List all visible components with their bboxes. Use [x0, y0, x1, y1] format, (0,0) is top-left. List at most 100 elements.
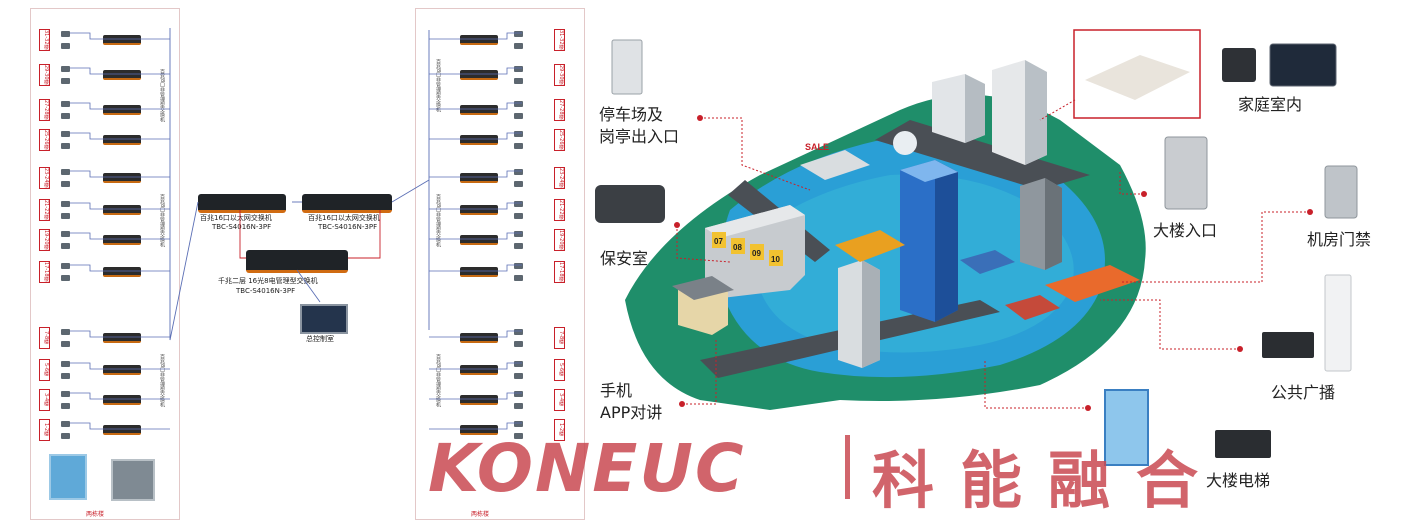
- central-tower: [893, 131, 958, 322]
- desk-phone-icon: [595, 185, 665, 223]
- floor-tag: 7-8楼: [554, 327, 565, 349]
- access-device-icon: [61, 433, 70, 439]
- floor-tag: 31-32楼: [39, 29, 50, 51]
- floor-wire: [70, 32, 170, 40]
- floor-switch-icon: [103, 267, 141, 277]
- floor-tag: 31-32楼: [554, 29, 565, 51]
- floor-tag: 3-4楼: [39, 389, 50, 411]
- control-room-label: 总控制室: [306, 335, 334, 343]
- floor-wire: [70, 102, 170, 110]
- access-device-icon: [61, 243, 70, 249]
- floor-wire: [429, 422, 522, 430]
- building-icon: [49, 454, 87, 500]
- floor-switch-icon: [103, 425, 141, 435]
- left-group-label-3: 百兆8口非管理型交换机: [159, 354, 165, 408]
- gate-number-text: 09: [752, 249, 761, 258]
- floor-wire: [70, 362, 170, 370]
- access-device-icon: [61, 275, 70, 281]
- access-device-icon: [61, 213, 70, 219]
- gate-number-text: 10: [771, 255, 780, 264]
- access-device-icon: [61, 361, 70, 367]
- access-device-icon: [61, 113, 70, 119]
- access-device-icon: [61, 373, 70, 379]
- access-device-icon: [61, 231, 70, 237]
- access-device-icon: [514, 113, 523, 119]
- access-device-icon: [514, 263, 523, 269]
- floor-switch-icon: [103, 365, 141, 375]
- gate-number-plate: [712, 232, 726, 248]
- core-switch-center-label: 千兆二层 16光8电管理型交换机: [218, 277, 318, 285]
- access-device-icon: [514, 243, 523, 249]
- broadcast-amplifier-icon: [1262, 332, 1314, 358]
- floor-tag: 17-18楼: [39, 261, 50, 283]
- floor-tag: 7-8楼: [39, 327, 50, 349]
- residential-tower-right: [992, 60, 1047, 165]
- floor-switch-icon: [460, 135, 498, 145]
- trunk-wire: [169, 28, 199, 341]
- gate-number-text: 08: [733, 243, 742, 252]
- access-device-icon: [514, 43, 523, 49]
- floor-tag: 17-18楼: [554, 261, 565, 283]
- access-device-icon: [514, 329, 523, 335]
- gate-number-plate: [731, 238, 745, 254]
- floor-switch-icon: [460, 70, 498, 80]
- gate-number-text: 07: [714, 237, 723, 246]
- floor-wire: [429, 330, 522, 338]
- floor-tag: 23-24楼: [39, 167, 50, 189]
- access-device-icon: [61, 131, 70, 137]
- floor-switch-icon: [460, 425, 498, 435]
- access-keypad-icon: [1324, 165, 1358, 219]
- core-switch-left: [198, 194, 286, 213]
- brand-logo-latin: KONEUC: [428, 430, 746, 507]
- caption-guard-room: 保安室: [600, 249, 649, 268]
- floor-switch-icon: [460, 105, 498, 115]
- gate-number-plate: [769, 250, 783, 266]
- access-device-icon: [514, 373, 523, 379]
- caption-home-indoor: 家庭室内: [1238, 95, 1303, 114]
- access-device-icon: [61, 403, 70, 409]
- home-room-icon: [1085, 55, 1190, 100]
- floor-switch-icon: [103, 105, 141, 115]
- connector-dots: [674, 115, 1313, 411]
- floor-wire: [429, 32, 522, 40]
- floor-switch-icon: [103, 135, 141, 145]
- network-wires: [70, 28, 522, 430]
- floor-wire: [429, 202, 522, 210]
- floor-wire: [70, 330, 170, 338]
- floor-wire: [70, 132, 170, 140]
- access-device-icon: [61, 391, 70, 397]
- access-device-icon: [61, 143, 70, 149]
- door-intercom-icon: [1164, 136, 1208, 210]
- brand-divider: [845, 435, 850, 499]
- core-switch-right-label: 百兆16口以太网交换机: [308, 214, 380, 222]
- residential-tower-left: [932, 74, 985, 143]
- core-switch-left-model: TBC-S4016N-3PF: [212, 223, 272, 231]
- floor-wire: [70, 392, 170, 400]
- floor-wire: [70, 264, 170, 272]
- access-device-icon: [514, 66, 523, 72]
- floor-switch-icon: [460, 35, 498, 45]
- intercom-panel-icon: [611, 39, 643, 95]
- gate-number-plate: [750, 244, 764, 260]
- access-device-icon: [61, 43, 70, 49]
- floor-tag: 5-6楼: [554, 359, 565, 381]
- trunk-wire: [296, 269, 321, 303]
- floor-switch-icon: [103, 205, 141, 215]
- stadium: [835, 230, 905, 262]
- access-device-icon: [61, 66, 70, 72]
- floor-wire: [429, 362, 522, 370]
- floor-tag: 29-30楼: [554, 64, 565, 86]
- access-device-icon: [514, 78, 523, 84]
- floor-tag: 1-2楼: [554, 419, 565, 441]
- access-device-icon: [514, 201, 523, 207]
- access-device-icon: [514, 101, 523, 107]
- access-device-icon: [514, 341, 523, 347]
- floor-switch-icon: [103, 333, 141, 343]
- broadcast-speaker-icon: [1324, 274, 1352, 372]
- access-device-icon: [514, 391, 523, 397]
- floor-wire: [70, 170, 170, 178]
- small-house: [1005, 295, 1060, 320]
- access-device-icon: [61, 329, 70, 335]
- gate-numbers: 07 08 09 10: [712, 232, 783, 266]
- access-device-icon: [514, 403, 523, 409]
